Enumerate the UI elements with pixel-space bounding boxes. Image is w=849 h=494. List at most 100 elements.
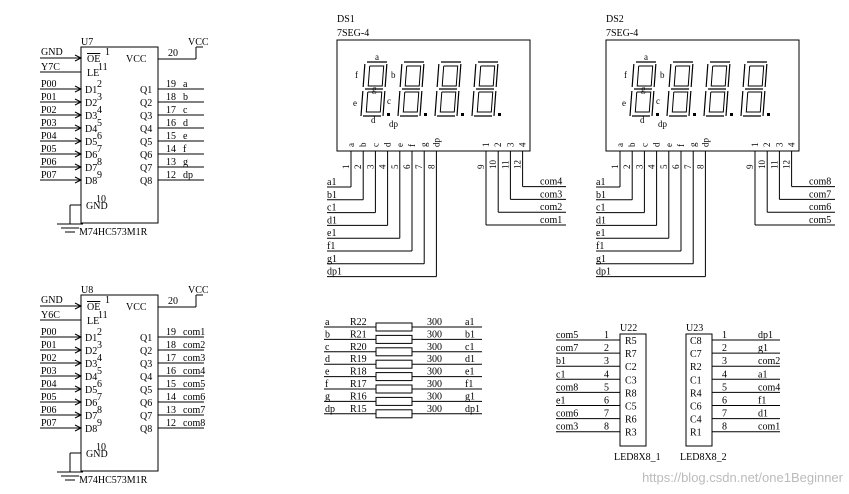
input-net-label: P05 (41, 144, 57, 155)
output-net-label: dp (183, 170, 193, 181)
matrix-pin-number: 1 (604, 330, 609, 341)
input-pin-number: 3 (97, 340, 102, 351)
display-ds1: DS17SEG-4abcdefgdpa1a1b2b1c3c1d4d1e5e1f6… (327, 14, 566, 278)
output-pin-number: 19 (166, 327, 176, 338)
output-net-label: c (183, 105, 188, 116)
input-pin-label: D6 (85, 398, 97, 409)
input-arrow (74, 372, 83, 380)
segment-f (742, 63, 746, 88)
segment-e (666, 90, 670, 117)
input-arrow (74, 98, 83, 106)
vcc-net-label: VCC (188, 37, 209, 48)
output-net-label: com5 (183, 379, 205, 390)
resistor-body (375, 359, 413, 369)
output-pin-label: Q7 (140, 411, 152, 422)
matrix-pin-label: R3 (625, 428, 637, 439)
segment-inner (439, 91, 457, 113)
oe-pin-label: OE (87, 54, 100, 65)
segment-pin-number: 6 (671, 164, 681, 169)
input-pin-label: D3 (85, 359, 97, 370)
resistor-right-net: f1 (465, 379, 473, 390)
segment-pin-number: 1 (610, 165, 620, 170)
input-pin-number: 7 (97, 392, 102, 403)
output-pin-number: 13 (166, 405, 176, 416)
matrix-pin-label: C7 (690, 349, 702, 360)
output-pin-label: Q3 (140, 359, 152, 370)
segment-pin-number: 6 (402, 164, 412, 169)
matrix-pin-label: C5 (625, 402, 637, 413)
le-pin-number: 11 (98, 310, 108, 321)
com-pin-label: 2 (762, 143, 772, 148)
segment-c (456, 90, 460, 117)
input-pin-label: D7 (85, 163, 97, 174)
segment-c (419, 90, 423, 117)
segment-f (668, 63, 672, 88)
matrix-body (619, 333, 647, 447)
com-pin-number: 10 (757, 160, 767, 170)
matrix-net-label: com3 (556, 422, 578, 433)
segment-net-label: e1 (596, 228, 605, 239)
display-ref: DS1 (337, 14, 355, 25)
output-pin-label: Q5 (140, 137, 152, 148)
segment-net-label: f1 (596, 241, 604, 252)
output-net-label: a (183, 79, 188, 90)
input-arrow (74, 124, 83, 132)
resistor-value: 300 (427, 317, 442, 328)
segment-net-label: a1 (327, 177, 336, 188)
matrix-part: LED8X8_2 (680, 452, 727, 463)
matrix-pin-number: 4 (604, 369, 609, 380)
segment-f (399, 63, 403, 88)
matrix-pin-label: C1 (690, 375, 702, 386)
segment-inner (671, 91, 689, 113)
segment-inner (708, 91, 726, 113)
matrix-net-label: com5 (556, 330, 578, 341)
segment-dp (693, 113, 696, 116)
segment-f (631, 63, 635, 88)
com-pin-number: 11 (769, 160, 779, 169)
matrix-net-label: f1 (758, 396, 766, 407)
segment-net-label: f1 (327, 241, 335, 252)
output-pin-label: Q1 (140, 85, 152, 96)
resistor-body (375, 396, 413, 406)
input-pin-label: D4 (85, 124, 97, 135)
input-net-label: P01 (41, 340, 57, 351)
segment-dp (461, 113, 464, 116)
matrix-pin-number: 7 (604, 409, 609, 420)
output-pin-number: 17 (166, 353, 176, 364)
output-pin-number: 18 (166, 340, 176, 351)
input-net-label: P04 (41, 131, 57, 142)
le-pin-label: LE (87, 68, 99, 79)
input-net-label: P02 (41, 353, 57, 364)
resistor-value: 300 (427, 342, 442, 353)
segment-letter-f: f (624, 70, 627, 80)
resistor-value: 300 (427, 379, 442, 390)
output-pin-label: Q8 (140, 176, 152, 187)
output-pin-number: 16 (166, 118, 176, 129)
output-net-label: f (183, 144, 187, 155)
segment-f (705, 63, 709, 88)
segment-letter-g: g (641, 84, 646, 94)
oe-pin-number: 1 (105, 295, 110, 306)
segment-inner (673, 65, 691, 87)
segment-pin-label: dp (700, 138, 710, 148)
matrix-pin-number: 1 (722, 330, 727, 341)
matrix-pin-number: 8 (604, 422, 609, 433)
matrix-net-label: com7 (556, 343, 578, 354)
segment-letter-d: d (371, 115, 376, 125)
segment-dp (387, 113, 390, 116)
resistor-value: 300 (427, 391, 442, 402)
com-pin-number: 12 (782, 160, 792, 169)
resistor-ref: R20 (350, 342, 367, 353)
segment-pin-label: c (639, 143, 649, 147)
matrix-ref: U22 (620, 323, 637, 334)
display-ds2: DS27SEG-4abcdefgdpa1a1b2b1c3c1d4d1e5e1f6… (596, 14, 835, 278)
resistor-left-net: f (325, 379, 329, 390)
segment-letter-f: f (355, 70, 358, 80)
segment-pin-number: 3 (634, 164, 644, 169)
segment-net-label: g1 (596, 254, 606, 265)
output-net-label: b (183, 92, 188, 103)
segment-dp (498, 113, 501, 116)
segment-pin-number: 5 (390, 164, 400, 169)
matrix-pin-label: R6 (625, 415, 637, 426)
